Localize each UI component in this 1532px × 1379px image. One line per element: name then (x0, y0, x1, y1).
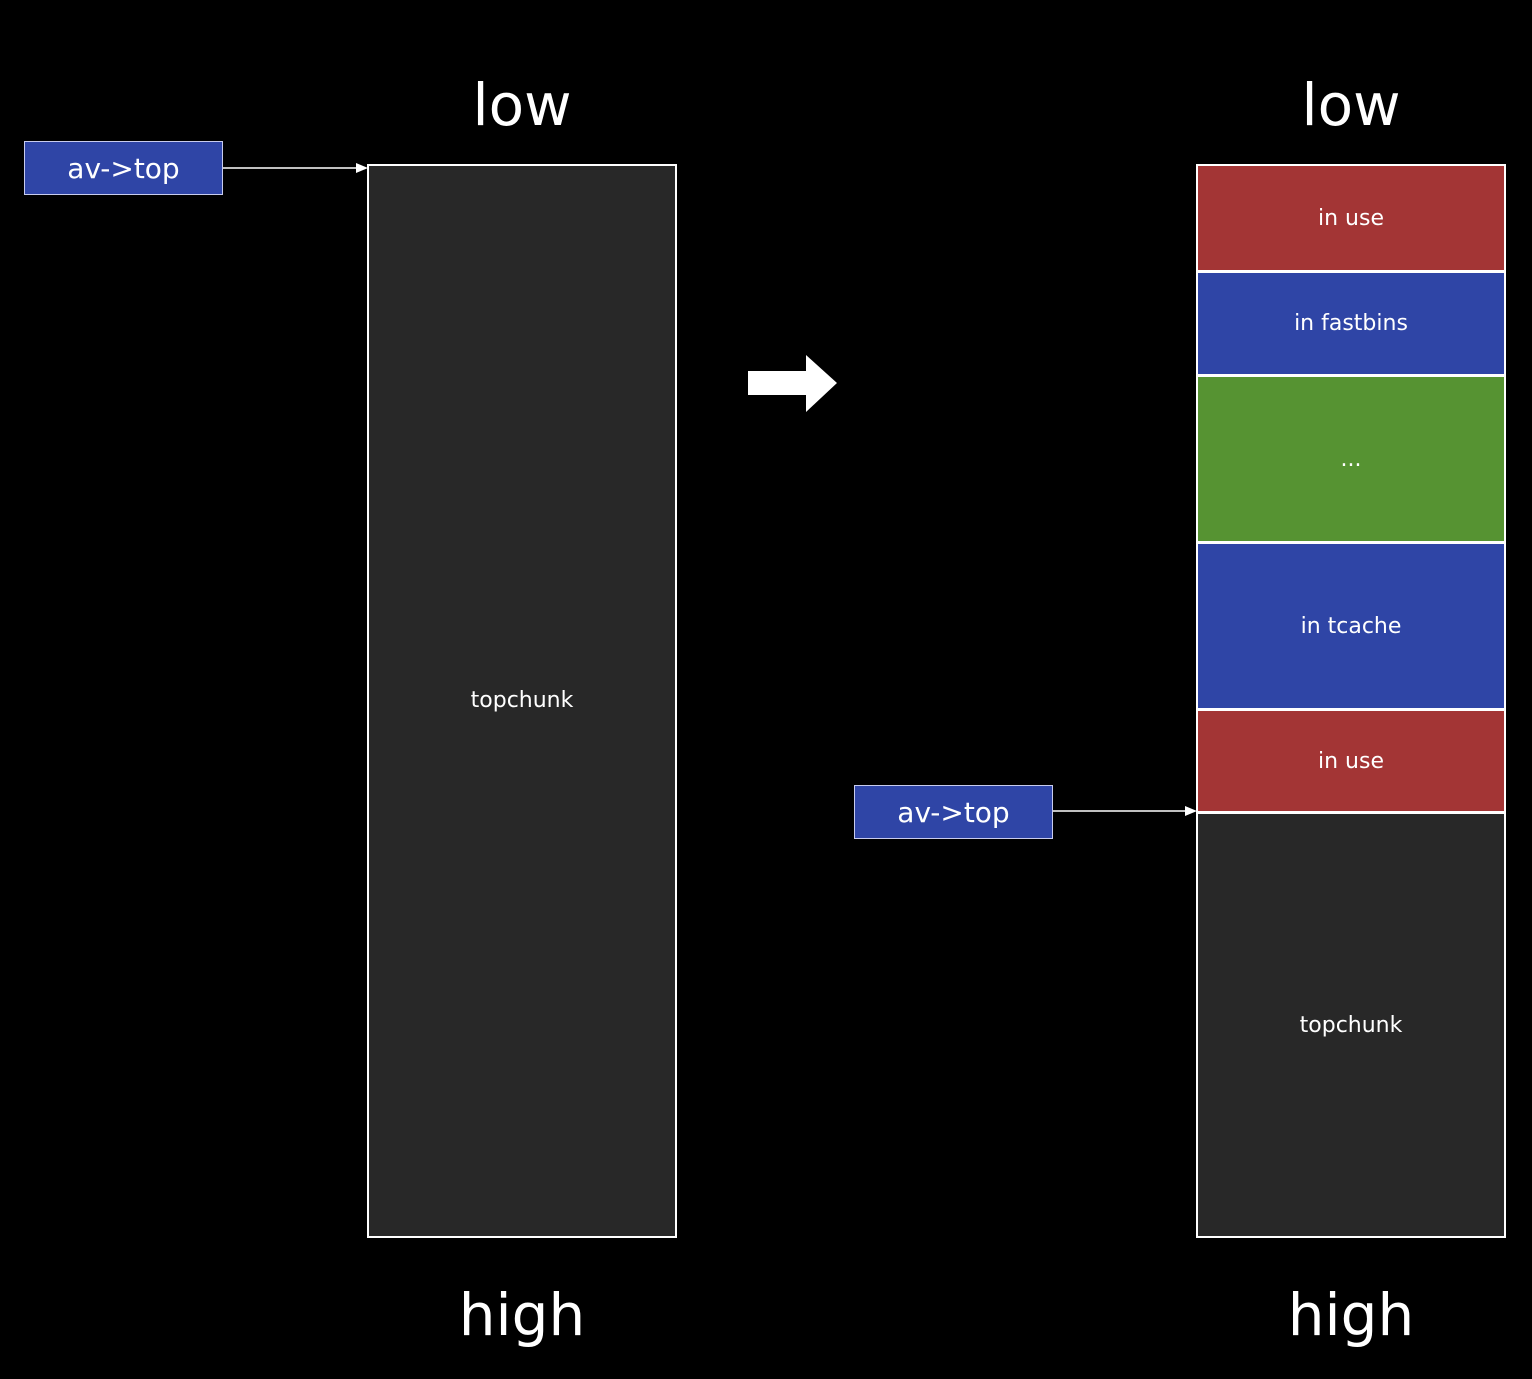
segment-in-tcache: in tcache (1198, 541, 1504, 708)
segment-in-use-1: in use (1198, 166, 1504, 270)
transition-arrow-icon (748, 355, 837, 412)
segment-ellipsis: ... (1198, 374, 1504, 541)
left-low-label: low (472, 71, 572, 139)
segment-in-fastbins: in fastbins (1198, 270, 1504, 374)
segment-topchunk: topchunk (1198, 811, 1504, 1236)
left-heap-column: topchunk (367, 164, 677, 1238)
segment-in-use-2: in use (1198, 708, 1504, 811)
right-av-top-pointer: av->top (854, 785, 1053, 839)
right-low-label: low (1301, 71, 1401, 139)
left-av-top-pointer: av->top (24, 141, 223, 195)
left-high-label: high (458, 1281, 586, 1349)
right-high-label: high (1287, 1281, 1415, 1349)
left-pointer-arrow (223, 163, 368, 173)
right-pointer-arrow (1053, 806, 1197, 816)
right-heap-column: in use in fastbins ... in tcache in use … (1196, 164, 1506, 1238)
left-topchunk-label: topchunk (470, 688, 574, 713)
